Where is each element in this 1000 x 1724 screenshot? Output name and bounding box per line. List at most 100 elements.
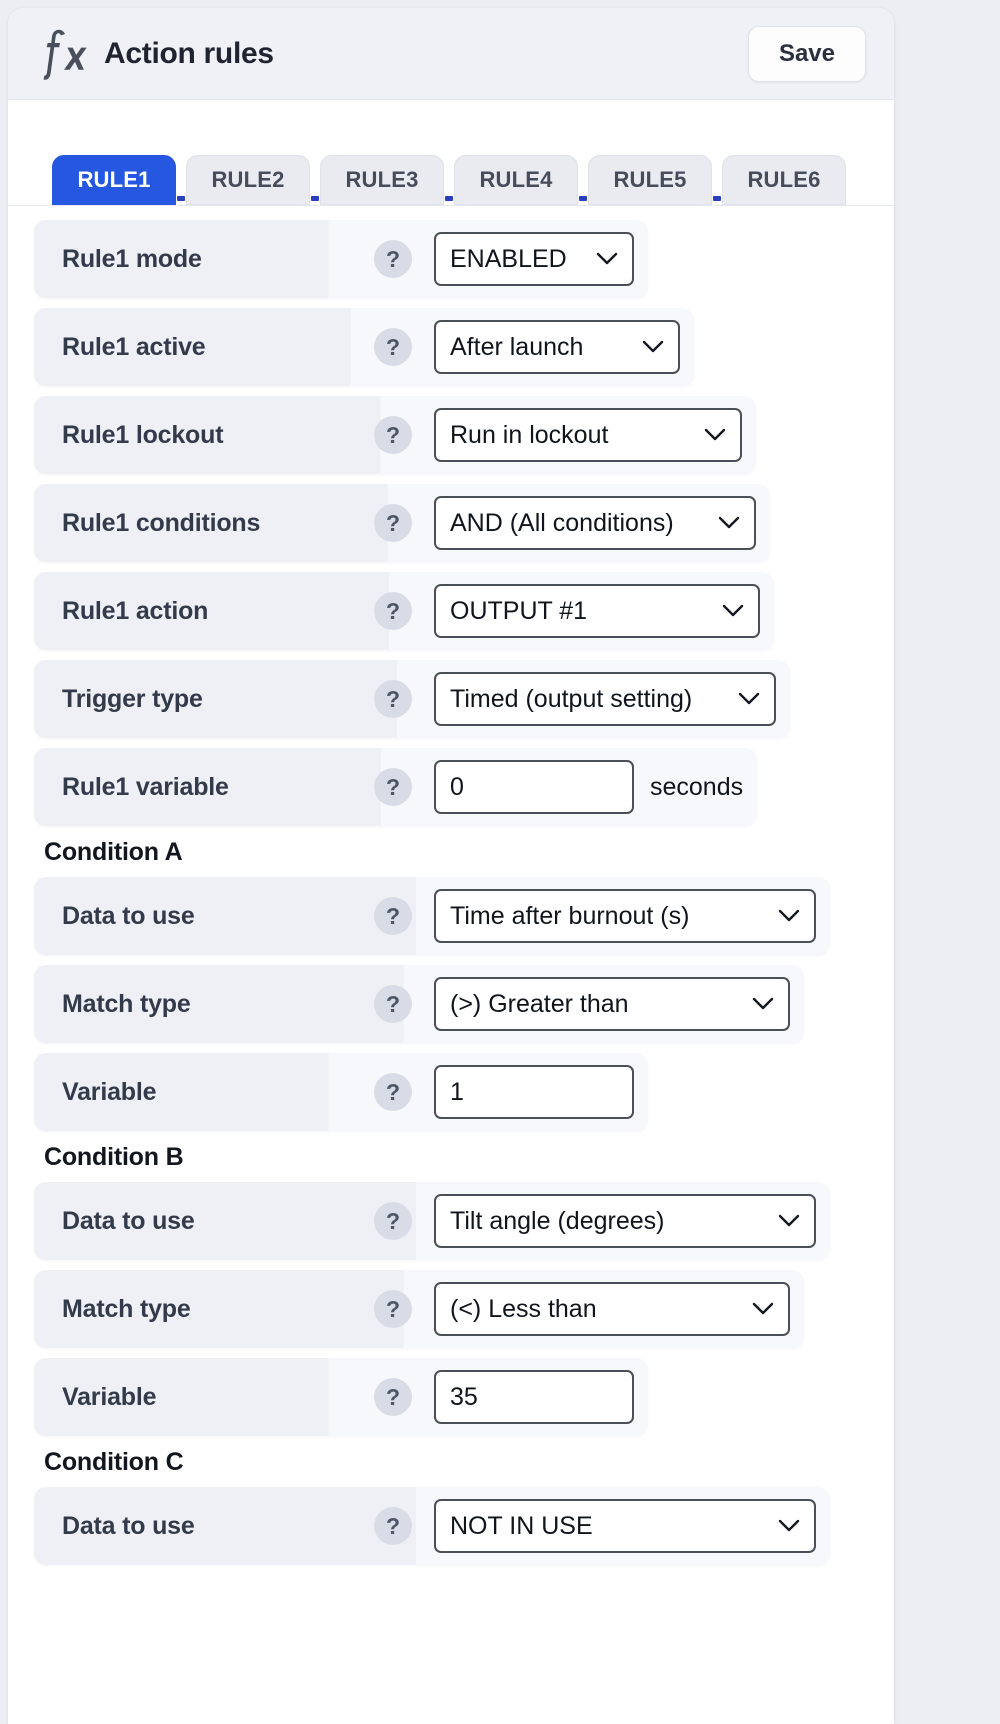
form-row-rule1-active: Rule1 active? After launch (34, 308, 694, 386)
chevron-down-icon (718, 516, 740, 530)
input-value: 1 (450, 1077, 464, 1106)
chevron-down-icon (596, 252, 618, 266)
input-variable[interactable]: 35 (434, 1370, 634, 1424)
row-label: Rule1 variable (62, 772, 229, 801)
help-icon[interactable]: ? (374, 504, 412, 542)
select-data-to-use[interactable]: Tilt angle (degrees) (434, 1194, 816, 1248)
save-button[interactable]: Save (747, 25, 866, 82)
chevron-down-icon (752, 1302, 774, 1316)
tab-separator-dot (444, 196, 454, 205)
chevron-down-icon (704, 428, 726, 442)
tab-rule2[interactable]: RULE2 (186, 155, 310, 205)
help-icon[interactable]: ? (374, 1290, 412, 1328)
tab-rule3[interactable]: RULE3 (320, 155, 444, 205)
select-value: Run in lockout (450, 420, 609, 449)
fx-function-icon (40, 25, 92, 83)
help-icon[interactable]: ? (374, 416, 412, 454)
select-data-to-use[interactable]: Time after burnout (s) (434, 889, 816, 943)
row-label: Data to use (62, 1511, 195, 1540)
help-icon[interactable]: ? (374, 328, 412, 366)
form-row-rule1-variable: Rule1 variable? 0 seconds (34, 748, 758, 826)
form-row-rule1-conditions: Rule1 conditions? AND (All conditions) (34, 484, 770, 562)
conditions-group: Condition A Data to use? Time after burnou… (8, 838, 894, 1565)
form-row-data-to-use: Data to use? Tilt angle (degrees) (34, 1182, 830, 1260)
help-icon[interactable]: ? (374, 985, 412, 1023)
input-value: 35 (450, 1382, 478, 1411)
select-match-type[interactable]: (>) Greater than (434, 977, 790, 1031)
form-row-variable: Variable? 35 (34, 1358, 648, 1436)
row-label: Match type (62, 1294, 191, 1323)
select-value: (<) Less than (450, 1294, 597, 1323)
row-label: Rule1 conditions (62, 508, 261, 537)
tab-separator-dot (310, 196, 320, 205)
help-icon[interactable]: ? (374, 680, 412, 718)
form-row-match-type: Match type? (>) Greater than (34, 965, 804, 1043)
chevron-down-icon (738, 692, 760, 706)
select-value: Time after burnout (s) (450, 901, 690, 930)
help-icon[interactable]: ? (374, 1202, 412, 1240)
tab-separator-dot (578, 196, 588, 205)
input-rule1-variable[interactable]: 0 (434, 760, 634, 814)
row-label: Rule1 lockout (62, 420, 224, 449)
condition-title-condition-c: Condition C (44, 1448, 184, 1476)
chevron-down-icon (778, 1519, 800, 1533)
select-rule1-active[interactable]: After launch (434, 320, 680, 374)
tab-rule4[interactable]: RULE4 (454, 155, 578, 205)
tab-separator-dot (176, 196, 186, 205)
condition-title-condition-a: Condition A (44, 838, 183, 866)
tab-rule6[interactable]: RULE6 (722, 155, 846, 205)
row-label: Rule1 action (62, 596, 209, 625)
row-label: Data to use (62, 1206, 195, 1235)
form-row-match-type: Match type? (<) Less than (34, 1270, 804, 1348)
help-icon[interactable]: ? (374, 897, 412, 935)
card-header: Action rules Save (8, 8, 894, 100)
select-match-type[interactable]: (<) Less than (434, 1282, 790, 1336)
tab-separator-dot (712, 196, 722, 205)
chevron-down-icon (778, 1214, 800, 1228)
row-label: Trigger type (62, 684, 203, 713)
row-label: Data to use (62, 901, 195, 930)
form-row-data-to-use: Data to use? NOT IN USE (34, 1487, 830, 1565)
help-icon[interactable]: ? (374, 592, 412, 630)
rule-settings-group: Rule1 mode? ENABLED Rule1 active? After lau… (8, 220, 894, 826)
select-rule1-conditions[interactable]: AND (All conditions) (434, 496, 756, 550)
row-label: Rule1 mode (62, 244, 202, 273)
form-row-rule1-mode: Rule1 mode? ENABLED (34, 220, 648, 298)
form-row-data-to-use: Data to use? Time after burnout (s) (34, 877, 830, 955)
select-value: After launch (450, 332, 584, 361)
unit-label: seconds (650, 772, 744, 801)
select-data-to-use[interactable]: NOT IN USE (434, 1499, 816, 1553)
select-value: NOT IN USE (450, 1511, 593, 1540)
select-rule1-action[interactable]: OUTPUT #1 (434, 584, 760, 638)
help-icon[interactable]: ? (374, 1378, 412, 1416)
row-label: Variable (62, 1382, 157, 1411)
condition-title-condition-b: Condition B (44, 1143, 184, 1171)
select-value: Timed (output setting) (450, 684, 693, 713)
form-row-rule1-action: Rule1 action? OUTPUT #1 (34, 572, 774, 650)
help-icon[interactable]: ? (374, 768, 412, 806)
tab-rule1[interactable]: RULE1 (52, 155, 176, 205)
select-value: Tilt angle (degrees) (450, 1206, 665, 1235)
select-rule1-mode[interactable]: ENABLED (434, 232, 634, 286)
help-icon[interactable]: ? (374, 240, 412, 278)
page-title: Action rules (104, 36, 274, 70)
input-variable[interactable]: 1 (434, 1065, 634, 1119)
chevron-down-icon (722, 604, 744, 618)
select-rule1-lockout[interactable]: Run in lockout (434, 408, 742, 462)
help-icon[interactable]: ? (374, 1073, 412, 1111)
select-value: (>) Greater than (450, 989, 629, 1018)
chevron-down-icon (752, 997, 774, 1011)
select-value: AND (All conditions) (450, 508, 674, 537)
chevron-down-icon (642, 340, 664, 354)
row-label: Rule1 active (62, 332, 206, 361)
row-label: Match type (62, 989, 191, 1018)
form-row-trigger-type: Trigger type? Timed (output setting) (34, 660, 790, 738)
help-icon[interactable]: ? (374, 1507, 412, 1545)
row-label: Variable (62, 1077, 157, 1106)
tab-rule5[interactable]: RULE5 (588, 155, 712, 205)
select-trigger-type[interactable]: Timed (output setting) (434, 672, 776, 726)
chevron-down-icon (778, 909, 800, 923)
form-row-rule1-lockout: Rule1 lockout? Run in lockout (34, 396, 756, 474)
